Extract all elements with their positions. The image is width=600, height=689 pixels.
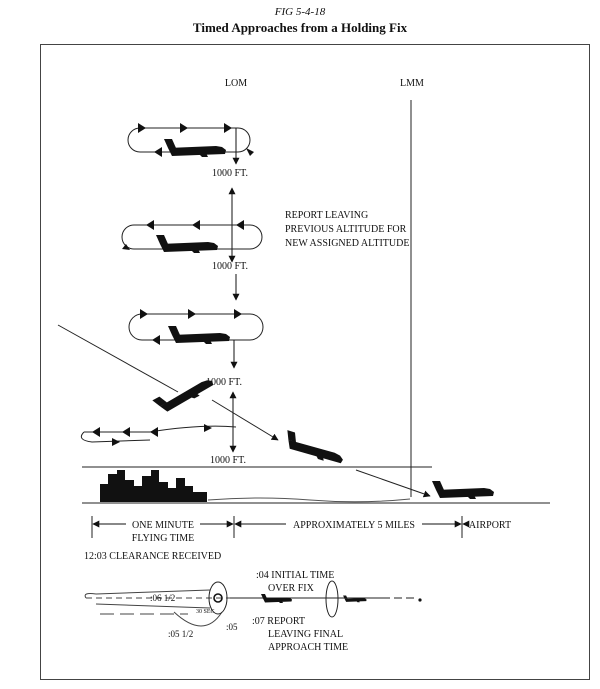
holding-pattern-2 — [121, 220, 263, 253]
altitude-label-3: 1000 FT. — [206, 377, 242, 388]
report-note-line2: PREVIOUS ALTITUDE FOR — [285, 224, 407, 235]
distance-scale — [91, 516, 470, 538]
report-note-line3: NEW ASSIGNED ALTITUDE — [285, 238, 409, 249]
airport-label: AIRPORT — [469, 520, 511, 531]
procedure-turn-track — [80, 424, 237, 446]
outer-marker-symbol — [208, 581, 228, 615]
terrain-line — [207, 497, 411, 503]
final-approach-track-1 — [211, 399, 279, 441]
middle-marker-symbol — [325, 580, 339, 618]
airplane-icon — [156, 235, 218, 253]
timeline-track — [84, 589, 422, 627]
lom-label: LOM — [225, 78, 247, 89]
airplane-icon — [432, 481, 494, 499]
holding-pattern-3 — [128, 309, 264, 345]
initial-time-line1: :04 INITIAL TIME — [256, 570, 334, 581]
time-30-sec-label: 30 SEC — [196, 609, 215, 615]
altitude-label-2: 1000 FT. — [212, 261, 248, 272]
report-line2: LEAVING FINAL — [268, 629, 343, 640]
report-line1: :07 REPORT — [252, 616, 305, 627]
initial-time-line2: OVER FIX — [268, 583, 315, 594]
inbound-track-line — [57, 324, 179, 393]
approx-miles-label: APPROXIMATELY 5 MILES — [293, 520, 415, 531]
airplane-icon — [281, 430, 347, 467]
final-approach-track-2 — [355, 469, 431, 498]
airplane-icon — [168, 326, 230, 344]
figure-number: FIG 5‑4‑18 — [274, 6, 326, 18]
time-05-half-label: :05 1/2 — [168, 629, 193, 639]
report-note-line1: REPORT LEAVING — [285, 210, 368, 221]
time-05-label: :05 — [226, 622, 238, 632]
airplane-icon — [343, 595, 367, 603]
holding-pattern-1 — [127, 123, 254, 157]
one-minute-label-line1: ONE MINUTE — [132, 520, 194, 531]
fix-symbol — [213, 593, 223, 603]
lmm-label: LMM — [400, 78, 424, 89]
time-06-half-label: :06 1/2 — [150, 593, 175, 603]
one-minute-label-line2: FLYING TIME — [132, 533, 194, 544]
altitude-label-1: 1000 FT. — [212, 168, 248, 179]
figure-title: Timed Approaches from a Holding Fix — [192, 20, 408, 35]
airplane-icon — [164, 139, 226, 157]
clearance-label: 12:03 CLEARANCE RECEIVED — [84, 551, 221, 562]
report-line3: APPROACH TIME — [268, 642, 348, 653]
city-skyline-icon — [100, 470, 207, 502]
airplane-icon — [261, 594, 292, 603]
figure-frame — [40, 44, 590, 680]
altitude-label-4: 1000 FT. — [210, 455, 246, 466]
